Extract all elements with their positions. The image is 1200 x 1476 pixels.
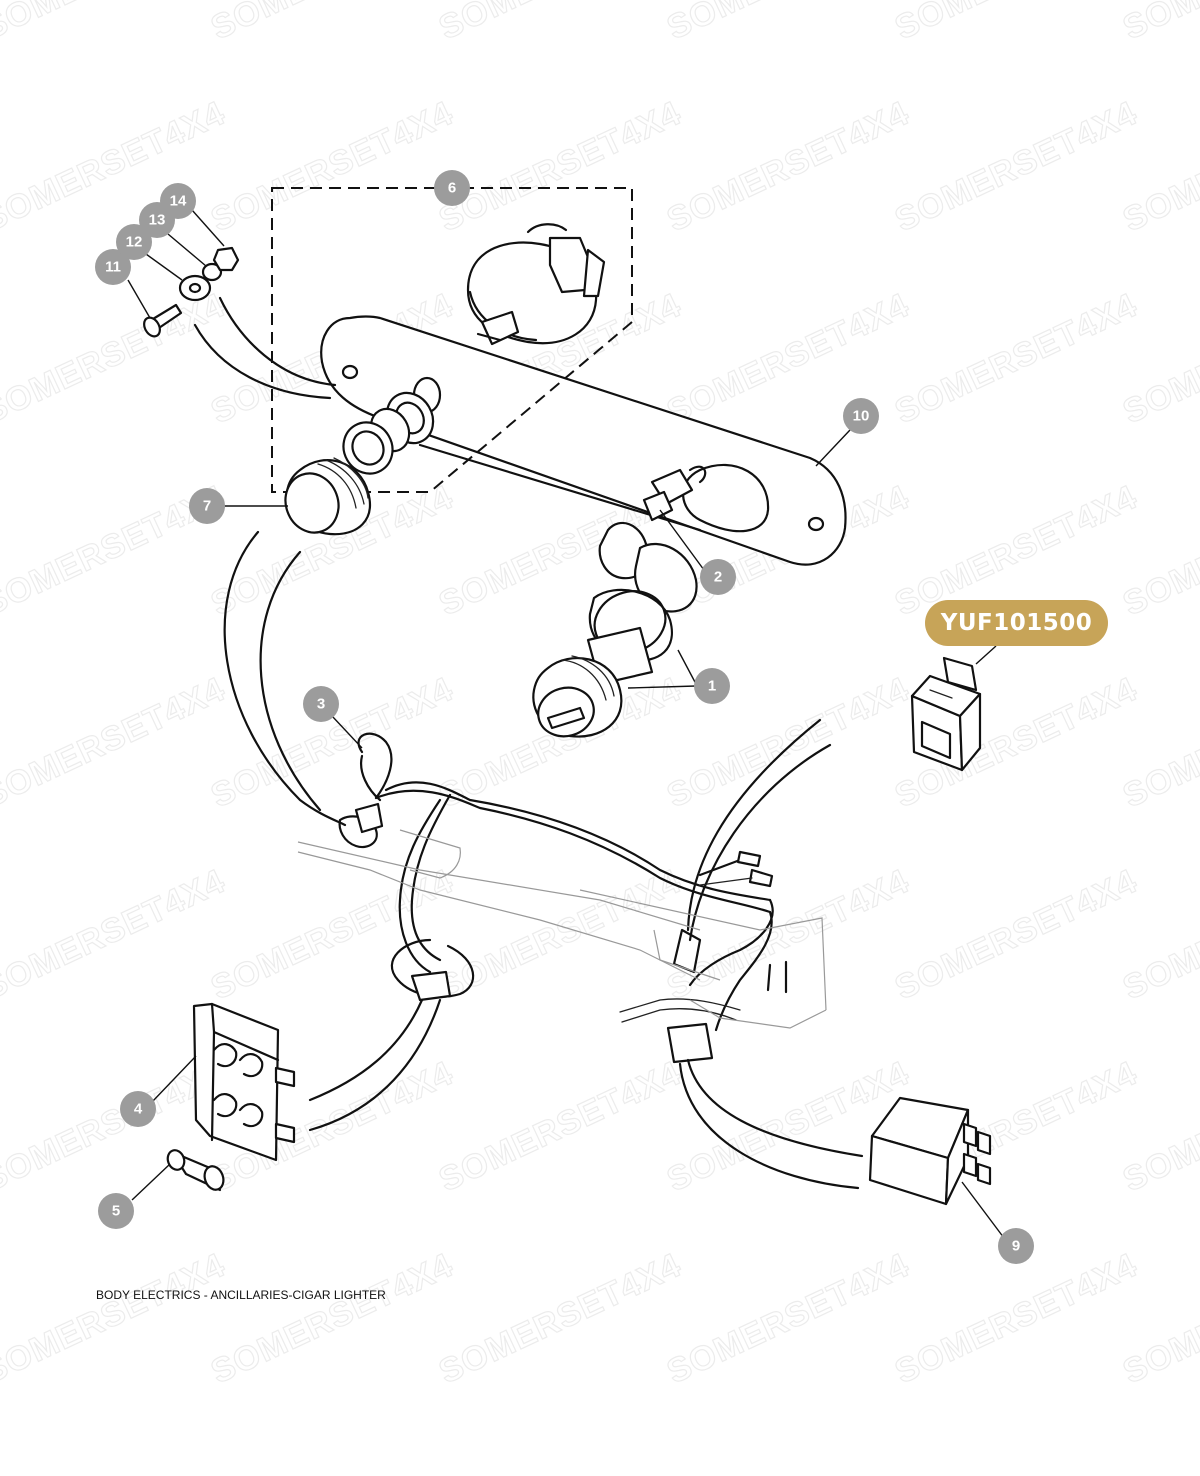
callout-7: 7: [189, 488, 225, 524]
diagram-caption: BODY ELECTRICS - ANCILLARIES-CIGAR LIGHT…: [96, 1288, 386, 1302]
callout-3: 3: [303, 686, 339, 722]
wiring-harness: [338, 718, 832, 1064]
callout-14: 14: [160, 183, 196, 219]
watermark-text: SOMERSET4X4: [0, 1246, 231, 1391]
callout-11: 11: [95, 249, 131, 285]
watermark-text: SOMERSET4X4: [889, 1246, 1143, 1391]
leader-lines: [127, 188, 1005, 1239]
watermark-text: SOMERSET4X4: [433, 1054, 687, 1199]
watermark-text: SOMERSET4X4: [433, 1246, 687, 1391]
fixing-hardware: [143, 246, 337, 400]
svg-text:5: 5: [112, 1203, 120, 1220]
svg-text:1: 1: [708, 678, 716, 695]
callout-5: 5: [98, 1193, 134, 1229]
watermark-text: SOMERSET4X4: [0, 286, 231, 431]
watermark-text: SOMERSET4X4: [889, 0, 1143, 47]
rotary-switch-body: [466, 223, 606, 346]
watermark-text: SOMERSET4X4: [0, 862, 231, 1007]
watermark-text: SOMERSET4X4: [661, 862, 915, 1007]
svg-text:6: 6: [448, 180, 456, 197]
svg-text:7: 7: [203, 498, 211, 515]
relay: [678, 1058, 992, 1206]
switch-panel-plate: [320, 315, 847, 566]
cigar-lighter-unit: [532, 521, 698, 738]
watermark-text: SOMERSET4X4: [433, 94, 687, 239]
svg-text:3: 3: [317, 696, 325, 713]
blade-fuse: [166, 1149, 225, 1192]
threaded-bezel: [284, 457, 371, 536]
lighter-rings: [342, 391, 435, 475]
rocker-switch: [910, 656, 982, 772]
watermark-text: SOMERSET4X4: [0, 94, 231, 239]
svg-text:2: 2: [714, 569, 722, 586]
callout-12: 12: [116, 224, 152, 260]
watermark-text: SOMERSET4X4: [0, 0, 231, 47]
watermark-text: SOMERSET4X4: [889, 94, 1143, 239]
watermark-text: SOMERSET4X4: [205, 0, 459, 47]
watermark-text: SOMERSET4X4: [661, 94, 915, 239]
callout-1: 1: [694, 668, 730, 704]
watermark-text: SOMERSET4X4: [433, 0, 687, 47]
watermark-text: SOMERSET4X4: [1117, 0, 1200, 47]
watermark-text: SOMERSET4X4: [0, 670, 231, 815]
svg-text:10: 10: [853, 408, 870, 425]
bulb-holder: [642, 465, 707, 522]
callout-10: 10: [843, 398, 879, 434]
svg-text:12: 12: [126, 234, 143, 251]
watermark-text: SOMERSET4X4: [205, 1246, 459, 1391]
watermark-text: SOMERSET4X4: [889, 286, 1143, 431]
callouts: 1 2 3 4 5 6 7 9 10 11 12 13 14: [95, 170, 1034, 1264]
callout-9: 9: [998, 1228, 1034, 1264]
svg-text:4: 4: [134, 1101, 143, 1118]
fuse-box: [192, 998, 442, 1162]
watermark-text: SOMERSET4X4: [889, 862, 1143, 1007]
part-number-badge[interactable]: YUF101500: [925, 600, 1108, 646]
svg-text:11: 11: [105, 259, 121, 276]
svg-text:14: 14: [170, 193, 187, 210]
callout-6: 6: [434, 170, 470, 206]
callout-4: 4: [120, 1091, 156, 1127]
watermark-text: SOMERSET4X4: [661, 1246, 915, 1391]
svg-text:13: 13: [149, 212, 166, 229]
dashboard-outline: [297, 829, 827, 1029]
callout-2: 2: [700, 559, 736, 595]
svg-text:9: 9: [1012, 1238, 1020, 1255]
watermark-text: SOMERSET4X4: [205, 94, 459, 239]
watermark-text: SOMERSET4X4: [661, 0, 915, 47]
